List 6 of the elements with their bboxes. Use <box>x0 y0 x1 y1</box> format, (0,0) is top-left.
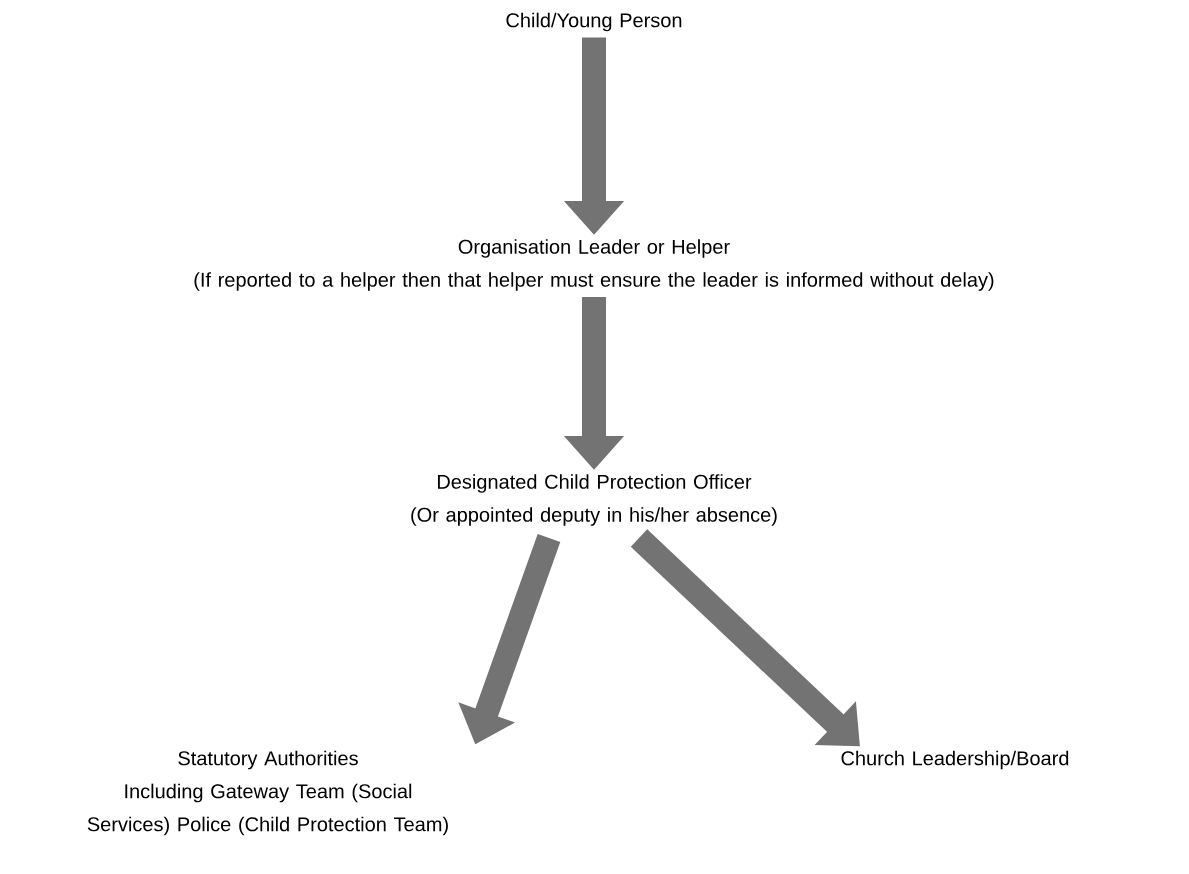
step-text: Designated Child Protection Officer (Or appointed deputy in his/her absence) <box>411 474 777 526</box>
step-text: Child/Young Person <box>506 12 682 32</box>
arrow <box>630 529 860 747</box>
step-text: Church Leadership/Board <box>841 750 1069 770</box>
step-text: Statutory Authorities Including Gateway Team (Social Services) Police (Child Protection Team) <box>87 750 448 836</box>
step-text: Organisation Leader or Helper (If reported to a helper then that helper must ensure the leader is informed without delay) <box>194 239 994 291</box>
